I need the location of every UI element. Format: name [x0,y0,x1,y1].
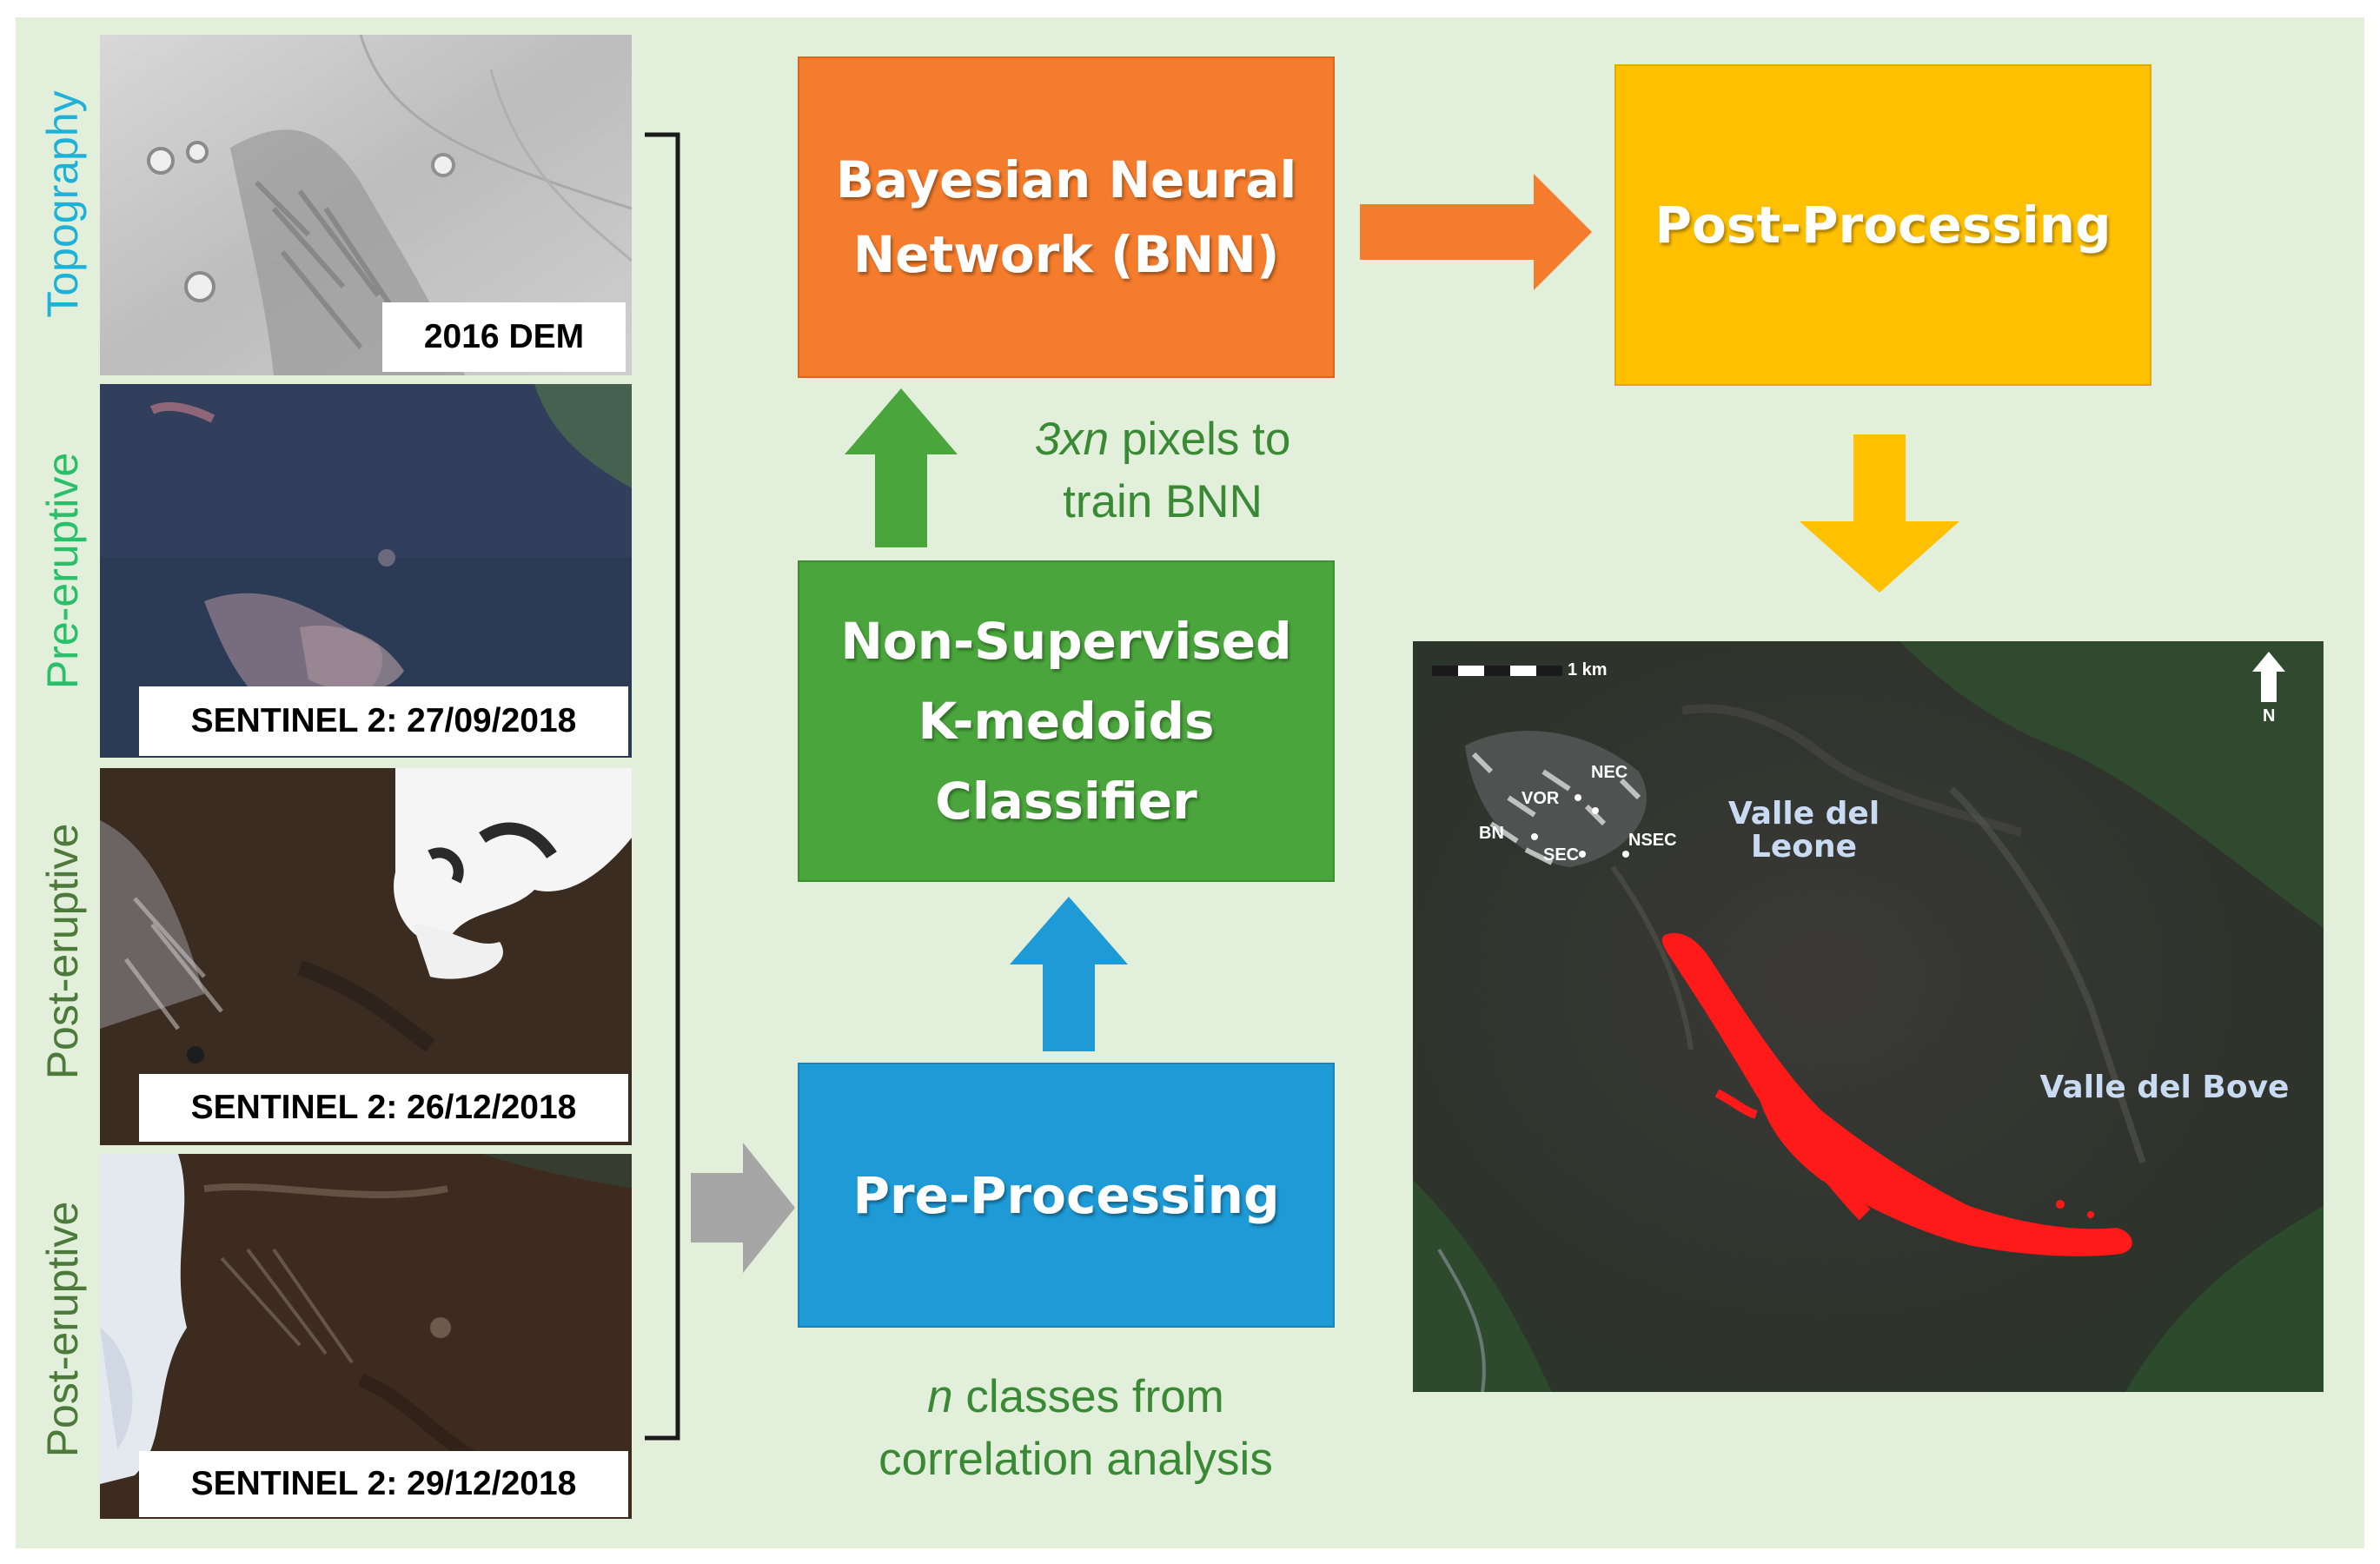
blue-arrow [1010,897,1128,1051]
classes-note: n classes from correlation analysis [815,1366,1336,1491]
crater-label-bn: BN [1479,824,1504,843]
valle-bove-label: Valle del Bove [2039,1070,2290,1105]
crater-label-vor: VOR [1521,789,1560,808]
crater-label-sec: SEC [1543,845,1580,865]
crater-label-nec: NEC [1591,763,1628,782]
bnn-line1: Bayesian Neural [835,150,1297,209]
classifier-line2: K-medoids [918,692,1215,751]
yellow-arrow [1800,434,1959,593]
north-label: N [2263,706,2276,726]
dem-caption: 2016 DEM [382,302,626,372]
scale-bar-label: 1 km [1568,660,1608,679]
gray-arrow [691,1143,795,1273]
classifier-line3: Classifier [935,772,1197,831]
pre-processing-box: Pre-Processing [798,1063,1335,1328]
bnn-box: Bayesian Neural Network (BNN) [798,56,1335,378]
classes-note-rest: classes from [952,1371,1224,1422]
input-bracket [645,132,680,1441]
post-processing-label: Post-Processing [1654,196,2112,255]
pre-processing-label: Pre-Processing [852,1165,1280,1225]
bnn-line2: Network (BNN) [852,225,1280,284]
post-eruptive-1-caption: SENTINEL 2: 26/12/2018 [139,1074,628,1142]
result-map: 1 km N NEC VOR BN SEC NSEC Valle del Leo… [1413,641,2324,1392]
train-note-rest: pixels to [1109,414,1291,465]
valle-leone-line1: Valle del [1727,796,1880,832]
lava-flow [1661,932,2132,1256]
train-note: 3xn pixels to train BNN [998,408,1328,533]
post-eruptive-2-caption: SENTINEL 2: 29/12/2018 [139,1451,628,1517]
train-note-line2: train BNN [1063,476,1263,527]
train-note-em: 3xn [1034,414,1110,465]
post-processing-box: Post-Processing [1614,64,2151,386]
classes-note-line2: correlation analysis [878,1434,1273,1485]
classes-note-em: n [927,1371,953,1422]
orange-arrow [1360,174,1592,290]
crater-label-nsec: NSEC [1628,831,1677,850]
classifier-line1: Non-Supervised [840,612,1292,671]
dem-thumbnail [100,35,632,375]
pre-eruptive-caption: SENTINEL 2: 27/09/2018 [139,686,628,756]
north-arrow [2252,652,2285,702]
valle-leone-label: Valle del Leone [1700,798,1908,864]
valle-leone-line2: Leone [1750,829,1858,865]
classifier-box: Non-Supervised K-medoids Classifier [798,560,1335,882]
green-arrow [845,388,958,547]
